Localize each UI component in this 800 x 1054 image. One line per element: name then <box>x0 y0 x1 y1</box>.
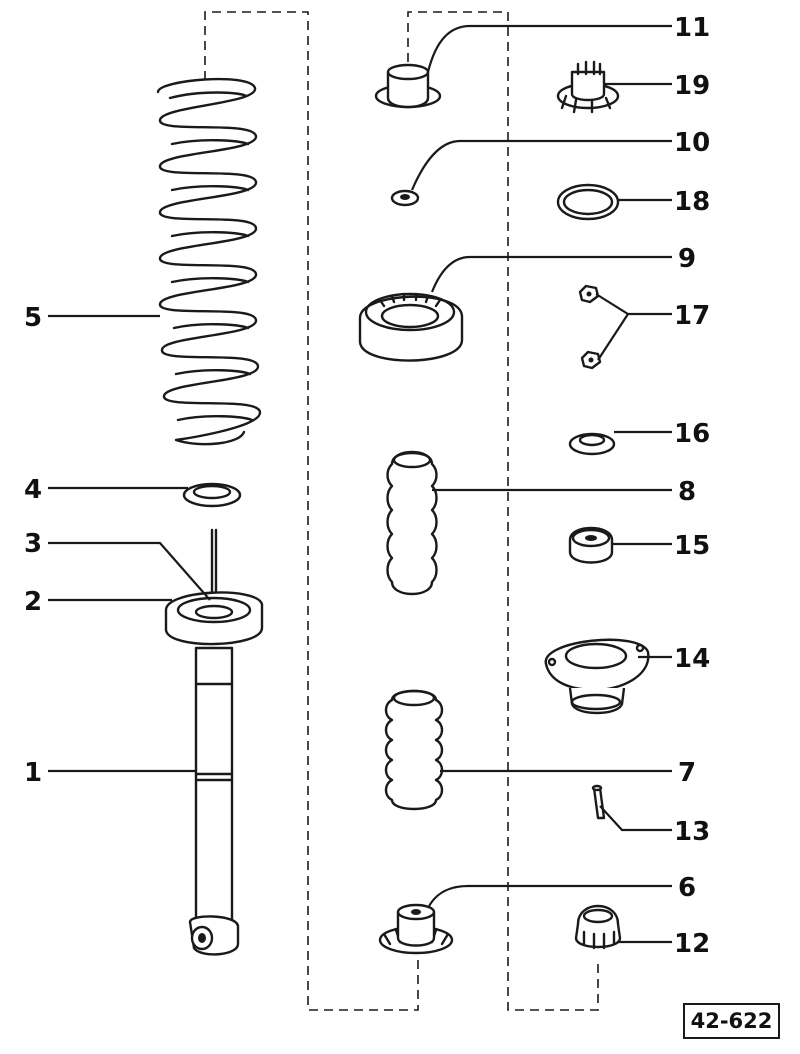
callout-11: 11 <box>674 13 710 43</box>
callout-8: 8 <box>678 477 696 507</box>
upper-spring-seat <box>358 292 464 362</box>
callout-9: 9 <box>678 244 696 274</box>
figure-code: 42-622 <box>683 1003 780 1039</box>
callout-7: 7 <box>678 758 696 788</box>
callout-18: 18 <box>674 187 710 217</box>
callout-19: 19 <box>674 71 710 101</box>
small-washer <box>390 189 420 207</box>
callout-3: 3 <box>24 529 42 559</box>
small-nuts <box>578 284 602 370</box>
callout-4: 4 <box>24 475 42 505</box>
callout-6: 6 <box>678 873 696 903</box>
top-mount-cap <box>374 63 442 109</box>
callout-14: 14 <box>674 644 710 674</box>
callout-12: 12 <box>674 929 710 959</box>
callout-13: 13 <box>674 817 710 847</box>
o-ring <box>556 183 620 221</box>
cap-nut <box>574 904 622 950</box>
callout-2: 2 <box>24 587 42 617</box>
callout-10: 10 <box>674 128 710 158</box>
callout-labels: 5 4 3 2 1 11 19 10 18 9 17 16 8 15 14 7 … <box>24 13 710 959</box>
callout-15: 15 <box>674 531 710 561</box>
mount-flange <box>544 638 650 715</box>
shock-absorber <box>164 528 264 956</box>
leader-lines <box>48 24 672 944</box>
callout-5: 5 <box>24 303 42 333</box>
lower-mount <box>378 903 454 955</box>
callout-17: 17 <box>674 301 710 331</box>
castellated-nut-top <box>556 60 620 114</box>
coil-spring <box>156 77 262 446</box>
callout-16: 16 <box>674 419 710 449</box>
dished-washer <box>568 432 616 456</box>
spring-seat-ring <box>182 482 242 508</box>
bushing <box>568 526 614 564</box>
protective-boot <box>384 689 444 811</box>
callout-1: 1 <box>24 758 42 788</box>
bump-stop <box>386 450 438 596</box>
assembly-lines <box>204 11 599 1011</box>
pin <box>591 784 606 820</box>
